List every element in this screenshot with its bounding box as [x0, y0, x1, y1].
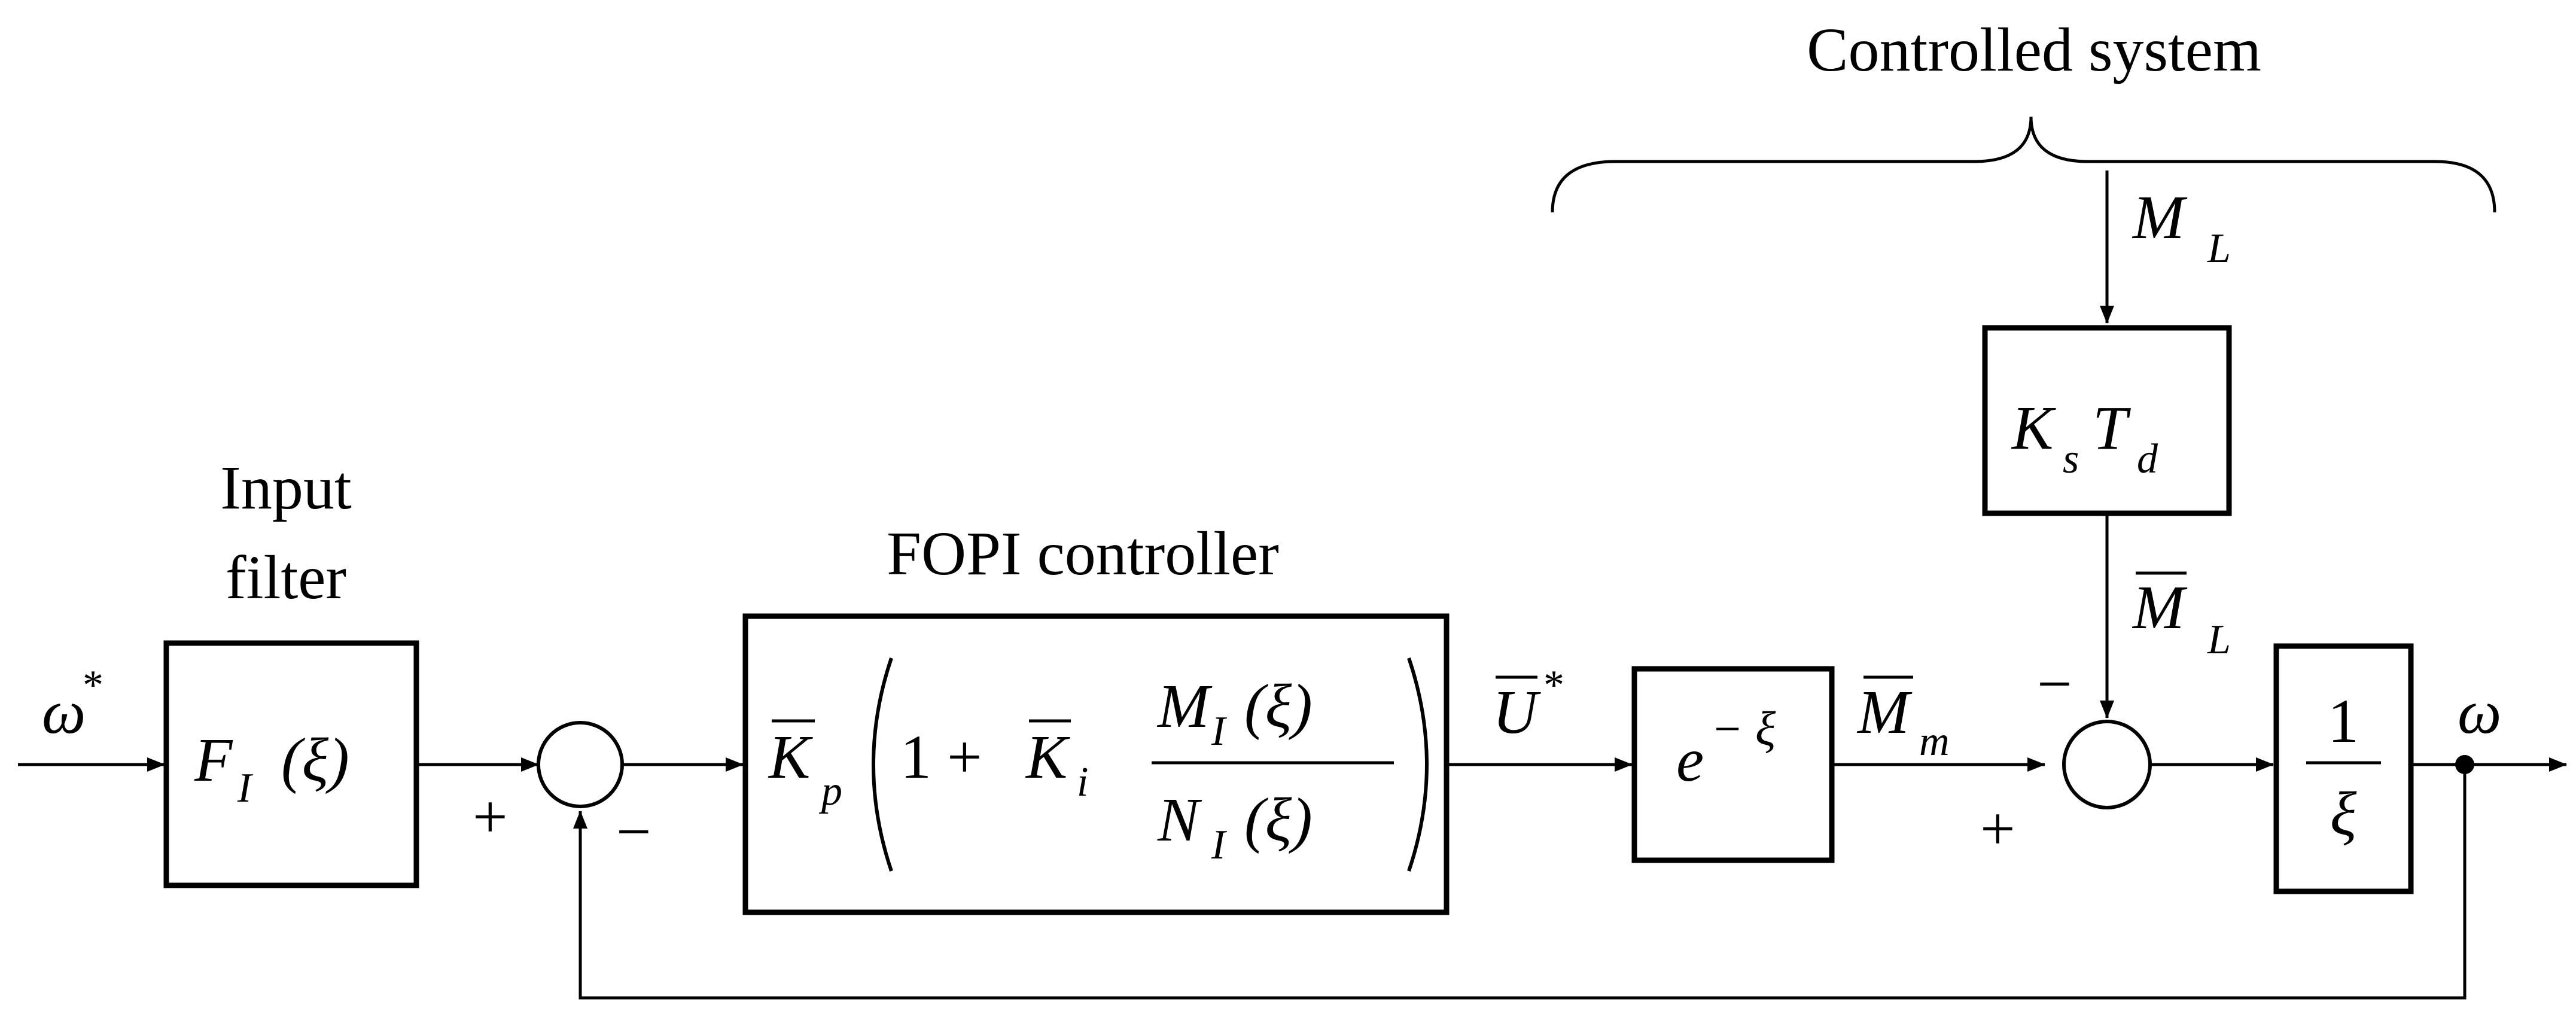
- signal-m-m: M m: [1856, 675, 1950, 765]
- svg-text:*: *: [83, 662, 103, 708]
- signal-u-ref: U *: [1493, 662, 1564, 747]
- svg-text:e: e: [1676, 726, 1704, 794]
- svg-text:(ξ): (ξ): [1244, 672, 1313, 741]
- signal-omega-out: ω: [2458, 678, 2501, 747]
- svg-text:(ξ): (ξ): [281, 726, 349, 794]
- input-filter-transfer: F I (ξ): [194, 726, 349, 811]
- svg-text:ξ: ξ: [2330, 780, 2357, 848]
- svg-text:M: M: [2132, 183, 2188, 252]
- svg-text:U: U: [1493, 678, 1541, 747]
- fopi-controller-label: FOPI controller: [887, 519, 1279, 588]
- svg-text:L: L: [2207, 226, 2231, 272]
- svg-text:T: T: [2093, 394, 2131, 462]
- svg-text:1: 1: [2328, 687, 2359, 756]
- signal-m-load: M L: [2132, 183, 2231, 272]
- controlled-system-title: Controlled system: [1807, 16, 2261, 84]
- controlled-system-brace: [1551, 116, 2496, 213]
- delay-block: [1631, 666, 1835, 863]
- sum2-minus-sign: −: [2037, 650, 2072, 718]
- svg-text:L: L: [2207, 617, 2231, 663]
- integrator-block: [2273, 643, 2414, 894]
- svg-text:I: I: [1211, 822, 1228, 868]
- svg-text:s: s: [2063, 436, 2079, 482]
- fopi-transfer-function: K p 1 + K i M I (ξ) N I (ξ): [768, 657, 1429, 872]
- input-filter-label: Input filter: [220, 453, 352, 612]
- svg-text:N: N: [1157, 785, 1202, 854]
- sum1-minus-sign: −: [616, 797, 651, 866]
- svg-text:ω: ω: [42, 678, 86, 747]
- svg-text:i: i: [1077, 759, 1088, 805]
- delay-transfer: e − ξ: [1676, 703, 1776, 794]
- svg-text:p: p: [818, 768, 842, 814]
- disturbance-gain-transfer: K s T d: [2011, 394, 2158, 482]
- svg-text:− ξ: − ξ: [1711, 703, 1776, 756]
- sum2-plus-sign: +: [1980, 794, 2015, 863]
- svg-text:m: m: [1919, 718, 1950, 765]
- signal-m-load-bar: M L: [2132, 571, 2231, 663]
- svg-text:K: K: [2011, 394, 2056, 462]
- svg-text:K: K: [768, 723, 813, 791]
- svg-text:I: I: [237, 765, 254, 811]
- svg-text:filter: filter: [226, 543, 346, 612]
- wire-feedback: [573, 765, 2467, 1000]
- integrator-transfer: 1 ξ: [2306, 687, 2381, 848]
- svg-text:F: F: [194, 726, 233, 794]
- svg-text:I: I: [1211, 708, 1228, 754]
- signal-omega-ref: ω *: [42, 662, 103, 747]
- svg-text:*: *: [1543, 662, 1564, 708]
- sum1-plus-sign: +: [473, 782, 508, 851]
- svg-text:(ξ): (ξ): [1244, 785, 1313, 854]
- svg-text:M: M: [1156, 672, 1213, 741]
- svg-text:Input: Input: [220, 453, 352, 522]
- svg-text:1 +: 1 +: [900, 723, 982, 791]
- svg-text:K: K: [1025, 723, 1070, 791]
- summing-junction-1: [537, 721, 624, 808]
- svg-text:d: d: [2137, 436, 2158, 482]
- svg-text:M: M: [2132, 573, 2188, 642]
- summing-junction-2: [2062, 720, 2152, 809]
- svg-text:M: M: [1856, 678, 1913, 747]
